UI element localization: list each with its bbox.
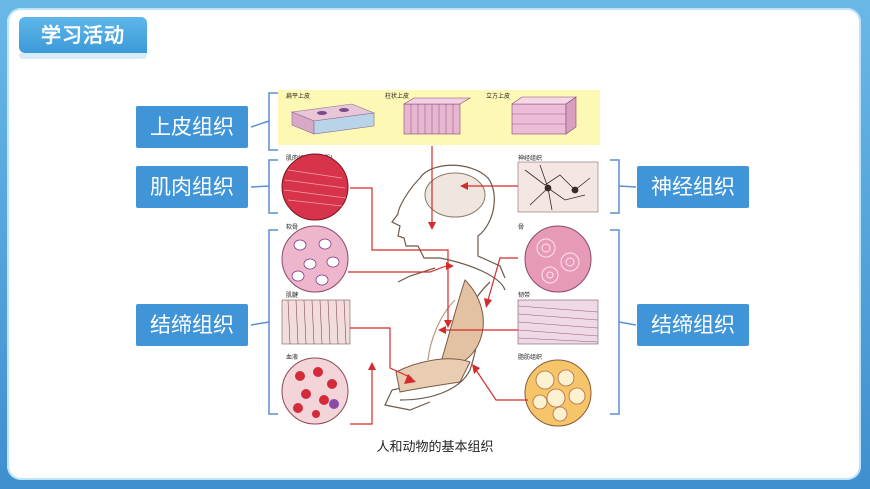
bone-circle <box>524 225 592 293</box>
columnar-epithelium-image <box>402 97 472 135</box>
blood-cells <box>293 367 337 418</box>
label-cartilage: 软骨 <box>286 223 298 231</box>
cartilage-cells <box>291 238 340 286</box>
ligament-fibers <box>517 305 599 343</box>
label-nerve: 神经组织 <box>518 154 542 162</box>
flat-epithelium-image <box>290 103 376 135</box>
label-blood: 血液 <box>286 353 298 361</box>
label-flat-epithelium: 扁平上皮 <box>286 92 310 100</box>
forearm-muscle-sketch <box>395 358 471 393</box>
bone-osteons <box>536 238 580 284</box>
header-title: 学习活动 <box>19 17 147 53</box>
label-epithelial: 上皮组织 <box>136 106 248 148</box>
label-columnar-epithelium: 柱状上皮 <box>385 92 409 100</box>
tendon-image <box>281 299 351 345</box>
muscle-tissue-circle <box>281 153 349 221</box>
slide-card <box>7 8 861 480</box>
header-underline <box>19 53 147 59</box>
arrowheads <box>368 182 492 384</box>
label-connective-right: 结缔组织 <box>637 304 749 346</box>
cuboidal-epithelium-image <box>511 96 577 135</box>
arrows <box>348 146 528 425</box>
brain-sketch <box>424 172 486 218</box>
tendon-fibers <box>287 299 347 345</box>
fat-cells <box>532 369 586 422</box>
figure-caption: 人和动物的基本组织 <box>376 440 494 455</box>
label-nervous: 神经组织 <box>637 166 749 208</box>
label-fat: 脂肪组织 <box>518 353 542 361</box>
label-muscle: 肌肉组织 <box>136 166 248 208</box>
muscle-striations <box>283 169 347 207</box>
label-connective-left: 结缔组织 <box>136 304 248 346</box>
label-bone: 骨 <box>518 224 524 231</box>
white-blood-cell <box>329 399 339 409</box>
label-ligament: 韧带 <box>518 291 530 299</box>
label-tendon: 肌腱 <box>286 291 298 299</box>
brackets <box>250 92 637 415</box>
neuron-lines <box>524 164 591 211</box>
label-cuboidal-epithelium: 立方上皮 <box>486 92 510 100</box>
